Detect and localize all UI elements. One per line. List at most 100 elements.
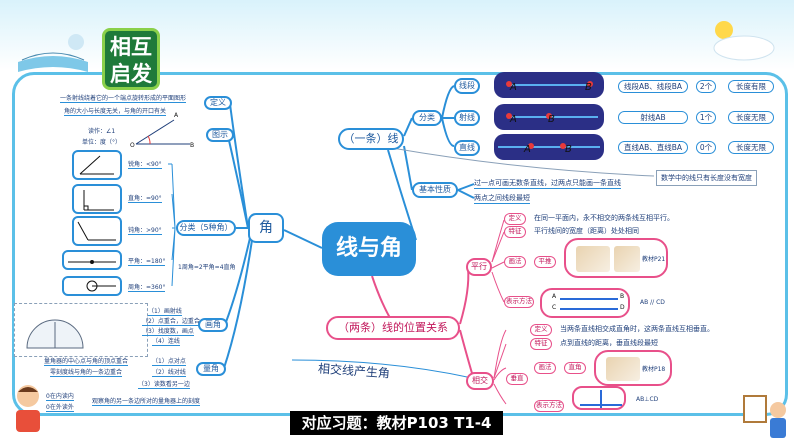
reading-inside: 0在内读内 bbox=[46, 393, 74, 401]
perp-feature: 点到直线的距离，垂直线段最短 bbox=[560, 339, 658, 347]
line-type-straight[interactable]: 直线 bbox=[454, 140, 480, 156]
straight-line-diagram bbox=[494, 134, 604, 160]
measure-angle-node[interactable]: 量角 bbox=[196, 362, 226, 376]
line-branch-title[interactable]: （一条）线 bbox=[338, 128, 404, 150]
segment-length: 长度有限 bbox=[728, 80, 774, 93]
angle-read-note: 读作：∠1 bbox=[88, 128, 116, 135]
parallel-photo-1 bbox=[576, 246, 610, 272]
parallel-draw-method: 平推 bbox=[534, 256, 556, 268]
right-angle-label: 直角：=90° bbox=[128, 195, 162, 203]
measure-step-1: （1）点对点 bbox=[152, 358, 186, 366]
parallel-notation-label: 表示方法 bbox=[504, 296, 534, 308]
parallel-point-a: A bbox=[552, 293, 557, 300]
ray-length: 长度无限 bbox=[728, 111, 774, 124]
basic-property-1: 过一点可画无数条直线，过两点只能画一条直线 bbox=[474, 179, 621, 189]
badge-line-1: 相互 bbox=[110, 35, 152, 59]
parallel-point-c: C bbox=[552, 304, 557, 311]
acute-angle-card bbox=[72, 150, 122, 180]
line-basic-properties[interactable]: 基本性质 bbox=[412, 182, 458, 198]
segment-point-a: A bbox=[510, 82, 517, 93]
angle-definition-1: 一条射线绕着它的一个端点旋转形成的平面图形 bbox=[60, 95, 187, 103]
ray-point-b: B bbox=[548, 114, 555, 125]
angle-classify-node[interactable]: 分类（5种角） bbox=[176, 220, 236, 236]
two-lines-title[interactable]: （两条）线的位置关系 bbox=[326, 316, 460, 340]
segment-notation: 线段AB、线段BA bbox=[618, 80, 688, 93]
parallel-draw-label: 画法 bbox=[504, 256, 526, 268]
parallel-feature: 平行线间的宽度（距离）处处相同 bbox=[534, 227, 639, 235]
line-type-ray[interactable]: 射线 bbox=[454, 110, 480, 126]
segment-diagram bbox=[494, 72, 604, 98]
straight-length: 长度无限 bbox=[728, 141, 774, 154]
straight-angle-card bbox=[62, 250, 122, 270]
perp-feat-label: 特征 bbox=[530, 338, 552, 350]
angle-letter-o: O bbox=[130, 142, 135, 149]
reading-outside: 0在外读外 bbox=[46, 404, 74, 412]
segment-point-b: B bbox=[585, 82, 592, 93]
perp-book-ref: 教材P18 bbox=[642, 366, 666, 373]
ray-diagram bbox=[494, 104, 604, 130]
draw-step-4: （4）连线 bbox=[152, 338, 180, 346]
perp-def-label: 定义 bbox=[530, 324, 552, 336]
measure-note-1: 量角器的中心点与角的顶点重合 bbox=[44, 358, 129, 366]
protractor-icon bbox=[25, 310, 85, 350]
straight-angle-label: 平角：=180° bbox=[128, 258, 166, 266]
full-angle-label: 周角：=360° bbox=[128, 284, 166, 292]
intersect-node[interactable]: 相交 bbox=[466, 372, 494, 390]
central-topic[interactable]: 线与角 bbox=[322, 222, 416, 276]
badge-line-2: 启发 bbox=[110, 62, 152, 86]
ray-endpoints: 1个 bbox=[696, 111, 716, 124]
angle-diagram-node[interactable]: 图示 bbox=[206, 128, 234, 142]
perp-draw-method: 直角 bbox=[564, 362, 586, 374]
acute-angle-label: 锐角：<90° bbox=[128, 161, 162, 169]
angle-diagram: A O B bbox=[130, 112, 200, 152]
basic-property-2: 两点之间线段最短 bbox=[474, 194, 530, 204]
perp-drawing-photos: 教材P18 bbox=[594, 350, 672, 386]
parallel-drawing-photos: 教材P21 bbox=[564, 238, 668, 278]
full-angle-card bbox=[62, 276, 122, 296]
reading-note: 观察角的另一条边所对的量角器上的刻度 bbox=[92, 398, 201, 406]
angle-branch-title[interactable]: 角 bbox=[248, 213, 284, 243]
measure-step-2: （2）线对线 bbox=[152, 369, 186, 377]
parallel-notation: AB // CD bbox=[640, 299, 665, 306]
straight-endpoints: 0个 bbox=[696, 141, 716, 154]
straight-point-a: A bbox=[524, 144, 531, 155]
obtuse-angle-label: 钝角：>90° bbox=[128, 227, 162, 235]
perpendicular-node: 垂直 bbox=[506, 373, 528, 385]
inspiration-badge: 相互 启发 bbox=[102, 28, 160, 90]
ray-point-a: A bbox=[510, 114, 517, 125]
perp-definition: 当两条直线相交成直角时，这两条直线互相垂直。 bbox=[560, 325, 714, 333]
angle-definition-node[interactable]: 定义 bbox=[204, 96, 232, 110]
line-width-note: 数学中的线只有长度没有宽度 bbox=[656, 170, 757, 186]
angle-letter-b: B bbox=[190, 142, 195, 149]
draw-angle-node[interactable]: 画角 bbox=[198, 318, 228, 332]
parallel-node[interactable]: 平行 bbox=[466, 258, 492, 276]
perp-notation: AB⊥CD bbox=[636, 396, 659, 403]
measure-note-2: 零刻度线与角的一条边重合 bbox=[50, 369, 123, 377]
draw-step-1: （1）画射线 bbox=[148, 308, 182, 316]
child-reading-icon bbox=[8, 380, 48, 440]
right-angle-card bbox=[72, 184, 122, 214]
exercise-footer: 对应习题：教材P103 T1-4 bbox=[290, 411, 503, 435]
obtuse-angle-card bbox=[72, 216, 122, 246]
angle-definition-2: 角的大小与长度无关，与角的开口有关 bbox=[64, 108, 167, 116]
perp-photo bbox=[606, 357, 640, 381]
segment-endpoints: 2个 bbox=[696, 80, 716, 93]
line-type-segment[interactable]: 线段 bbox=[454, 78, 480, 94]
line-classify-node[interactable]: 分类 bbox=[412, 110, 442, 126]
ray-notation: 射线AB bbox=[618, 111, 688, 124]
parallel-feat-label: 特征 bbox=[504, 226, 526, 238]
child-easel-icon bbox=[740, 388, 790, 444]
book-icon bbox=[14, 32, 92, 78]
angle-unit-note: 单位：度（°） bbox=[82, 139, 122, 146]
draw-step-2: （2）点重合，边重合 bbox=[142, 318, 200, 326]
measure-step-3: （3）读数看另一边 bbox=[138, 381, 190, 389]
perp-draw-label: 画法 bbox=[534, 362, 556, 374]
straight-point-b: B bbox=[565, 144, 572, 155]
parallel-definition: 在同一平面内，永不相交的两条线互相平行。 bbox=[534, 214, 674, 222]
perp-notation-label: 表示方法 bbox=[534, 400, 564, 412]
protractor-area bbox=[14, 303, 148, 357]
parallel-def-label: 定义 bbox=[504, 213, 526, 225]
parallel-point-b: B bbox=[620, 293, 625, 300]
straight-notation: 直线AB、直线BA bbox=[618, 141, 688, 154]
